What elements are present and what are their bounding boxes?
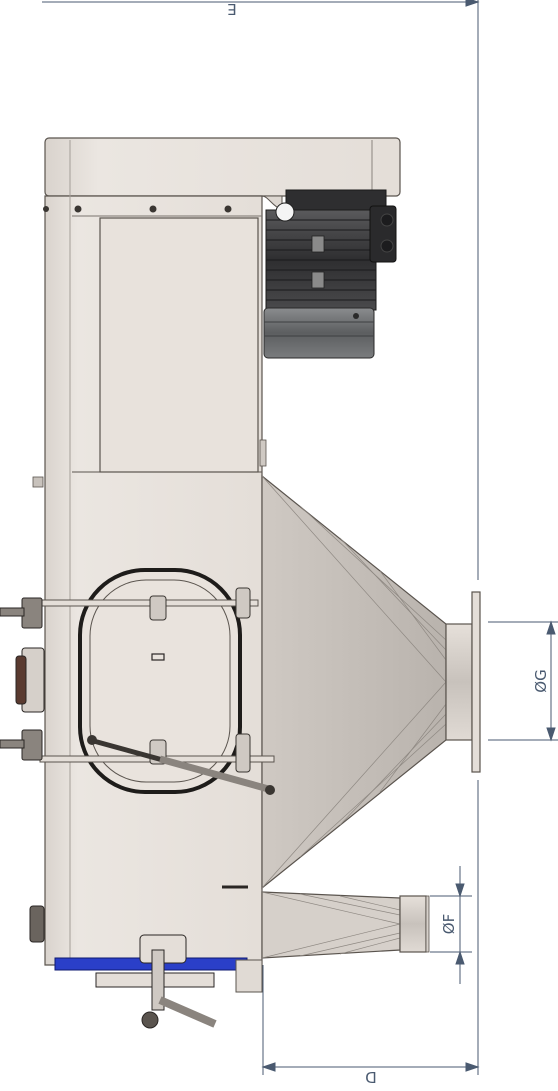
side-latches: [0, 597, 45, 943]
discharge-cone: [261, 474, 481, 890]
dimension-e: [42, 0, 480, 1075]
dimension-g-label: ØG: [532, 669, 550, 692]
dimension-e-label: E: [227, 0, 236, 18]
dimension-d-label: D: [365, 1068, 377, 1086]
dimension-f: [430, 866, 472, 984]
secondary-outlet: [261, 891, 430, 959]
dimension-d: [261, 965, 480, 1075]
dimension-f-label: ØF: [440, 914, 458, 934]
bottom-seal: [54, 957, 263, 993]
dimension-g: [488, 620, 558, 742]
motor: [263, 189, 397, 359]
inspection-door: [39, 568, 275, 795]
bottom-handle: [95, 934, 217, 1029]
